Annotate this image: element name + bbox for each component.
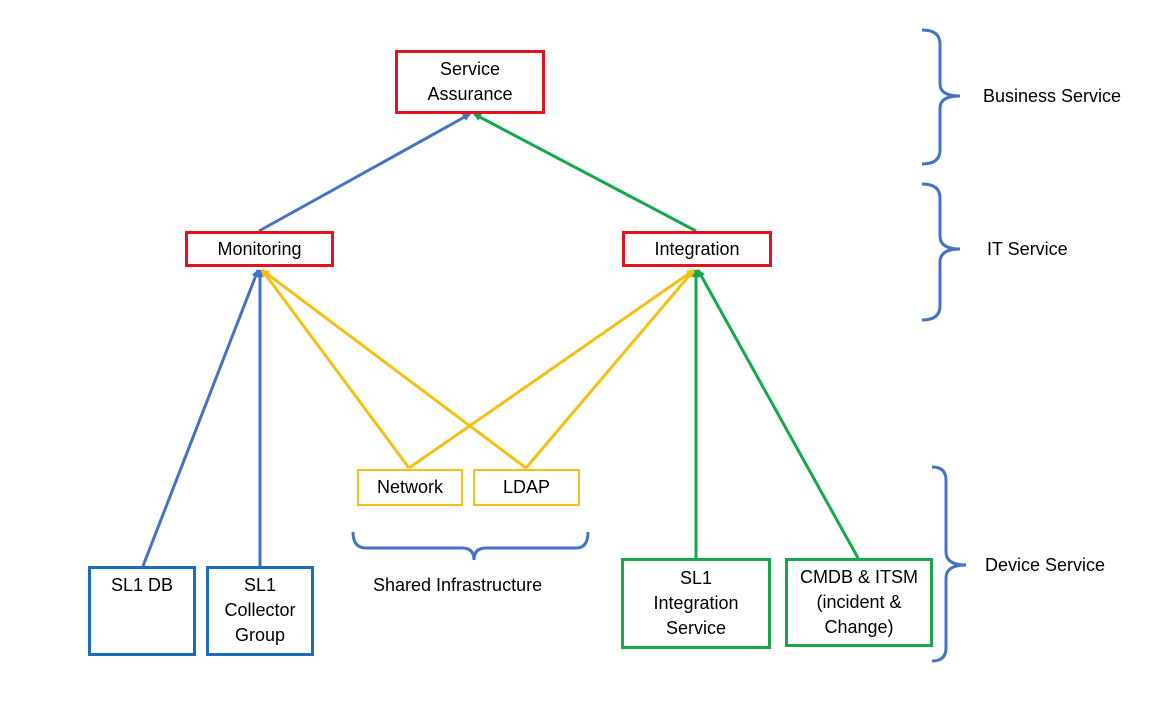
edge-sl1-db-to-monitoring — [141, 269, 260, 567]
it-service-bracket — [921, 182, 961, 322]
it-service-label: IT Service — [987, 239, 1068, 259]
sl1-collector-group-node: SL1 Collector Group — [206, 566, 314, 656]
shared-infrastructure-bracket — [351, 531, 590, 561]
business-service-label: Business Service — [983, 86, 1122, 106]
shared-infrastructure-label: Shared Infrastructure — [373, 575, 543, 595]
edge-cmdb-itsm-to-integration — [696, 269, 860, 559]
edge-monitoring-to-service-assurance — [258, 112, 471, 233]
ldap-node: LDAP — [473, 469, 580, 506]
edge-ldap-to-monitoring — [261, 268, 527, 470]
business-service-bracket — [921, 28, 961, 166]
edge-network-to-integration — [408, 268, 695, 470]
edge-network-to-monitoring — [260, 269, 411, 469]
network-node: Network — [357, 469, 463, 506]
integration-node: Integration — [622, 231, 772, 267]
device-service-label: Device Service — [985, 555, 1106, 575]
edge-integration-to-service-assurance — [473, 112, 697, 233]
cmdb-itsm-node: CMDB & ITSM (incident & Change) — [785, 558, 933, 647]
service-assurance-node: Service Assurance — [395, 50, 545, 114]
monitoring-node: Monitoring — [185, 231, 334, 267]
device-service-bracket — [931, 465, 967, 663]
sl1-integration-service-node: SL1 Integration Service — [621, 558, 771, 649]
edge-ldap-to-integration — [524, 269, 696, 469]
sl1-db-node: SL1 DB — [88, 566, 196, 656]
